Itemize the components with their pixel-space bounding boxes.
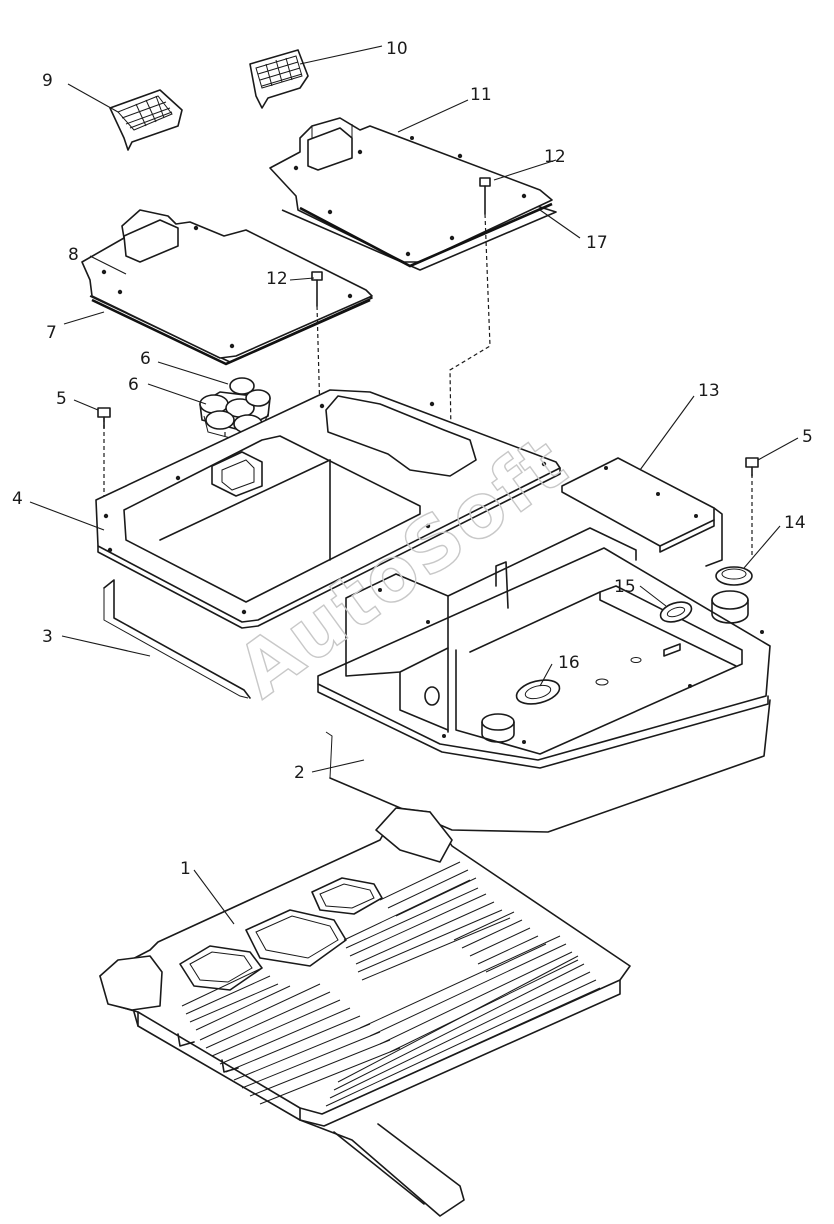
part-13-bracket — [561, 457, 723, 567]
part-16-grommet — [515, 679, 561, 705]
part-5-bolt-right — [745, 457, 759, 477]
callout-12b: 12 — [544, 147, 566, 167]
part-1-floor — [99, 807, 631, 1217]
part-9-grille — [109, 89, 183, 151]
callouts: 9 10 11 12 17 8 7 12 6 6 5 4 3 13 5 14 1… — [12, 39, 813, 879]
part-12-bolt-left — [311, 271, 323, 307]
callout-12a: 12 — [266, 269, 288, 289]
part-5-bolt-left — [97, 407, 111, 429]
callout-10: 10 — [386, 39, 408, 59]
callout-6b: 6 — [128, 375, 139, 395]
part-10-grille — [249, 49, 309, 109]
callout-5a: 5 — [56, 389, 67, 409]
part-12-bolt-right — [479, 177, 491, 215]
callout-9: 9 — [42, 71, 53, 91]
callout-6a: 6 — [140, 349, 151, 369]
callout-16: 16 — [558, 653, 580, 673]
callout-13: 13 — [698, 381, 720, 401]
callout-8: 8 — [68, 245, 79, 265]
part-14-ring — [715, 566, 753, 586]
callout-14: 14 — [784, 513, 806, 533]
callout-15: 15 — [614, 577, 636, 597]
part-4-frame — [95, 389, 561, 629]
leader-lines — [29, 45, 799, 925]
callout-11: 11 — [470, 85, 492, 105]
part-8-panel — [81, 209, 373, 366]
callout-2: 2 — [294, 763, 305, 783]
callout-1: 1 — [180, 859, 191, 879]
part-2-tray — [317, 527, 771, 833]
callout-17: 17 — [586, 233, 608, 253]
callout-4: 4 — [12, 489, 23, 509]
part-3-seal — [103, 579, 251, 699]
callout-5b: 5 — [802, 427, 813, 447]
part-15-grommet — [659, 601, 693, 623]
part-11-panel — [269, 117, 557, 271]
part-6-mounts — [199, 377, 271, 441]
callout-3: 3 — [42, 627, 53, 647]
callout-7: 7 — [46, 323, 57, 343]
